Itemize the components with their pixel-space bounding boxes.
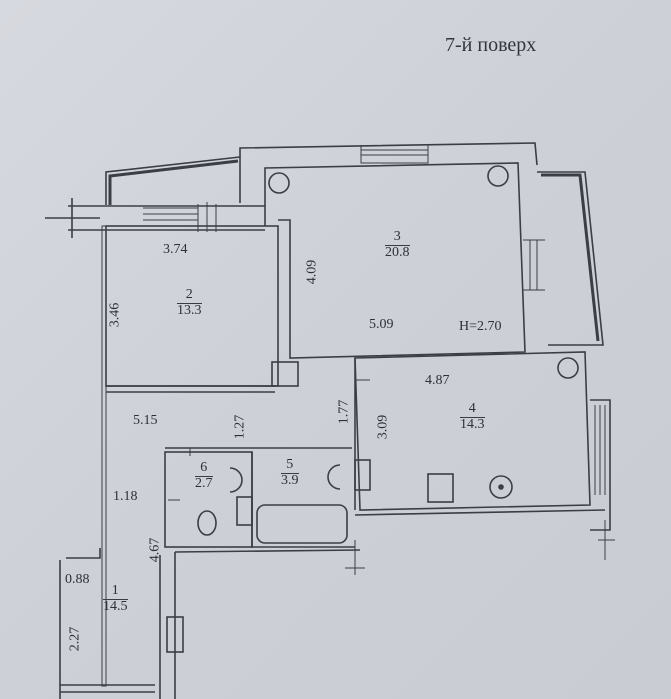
dim-hall-niche: 0.88 [65, 572, 90, 587]
dim-room3-depth: 4.09 [304, 259, 320, 285]
room-2-label: 2 13.3 [177, 287, 202, 318]
room-number: 5 [281, 457, 299, 474]
dim-room3-width: 5.09 [369, 317, 394, 332]
room-6-label: 6 2.7 [195, 460, 213, 491]
room-area: 14.5 [103, 598, 128, 614]
dim-hall-bottom: 2.27 [67, 626, 83, 652]
dim-corridor-width: 5.15 [133, 413, 158, 428]
room-3-label: 3 20.8 [385, 229, 410, 260]
dim-corridor-side: 1.77 [336, 399, 352, 425]
room-number: 1 [103, 583, 128, 600]
room-area: 2.7 [195, 475, 213, 491]
room-area: 3.9 [281, 472, 299, 488]
room-number: 4 [460, 401, 485, 418]
dim-room2-width: 3.74 [163, 242, 188, 257]
floor-title: 7-й поверх [445, 34, 537, 56]
room-4-label: 4 14.3 [460, 401, 485, 432]
room-5-label: 5 3.9 [281, 457, 299, 488]
room-1-label: 1 14.5 [103, 583, 128, 614]
room-number: 6 [195, 460, 213, 477]
dim-room4-depth: 3.09 [375, 414, 391, 440]
dim-corridor-depth: 1.27 [232, 414, 248, 440]
room-number: 2 [177, 287, 202, 304]
ceiling-height: H=2.70 [459, 319, 502, 334]
dim-room4-width: 4.87 [425, 373, 450, 388]
dim-hall-width: 1.18 [113, 489, 138, 504]
dim-hall-length: 4.67 [147, 537, 163, 563]
room-number: 3 [385, 229, 410, 246]
room-area: 13.3 [177, 302, 202, 318]
room-area: 14.3 [460, 416, 485, 432]
dim-room2-depth: 3.46 [107, 302, 123, 328]
room-area: 20.8 [385, 244, 410, 260]
